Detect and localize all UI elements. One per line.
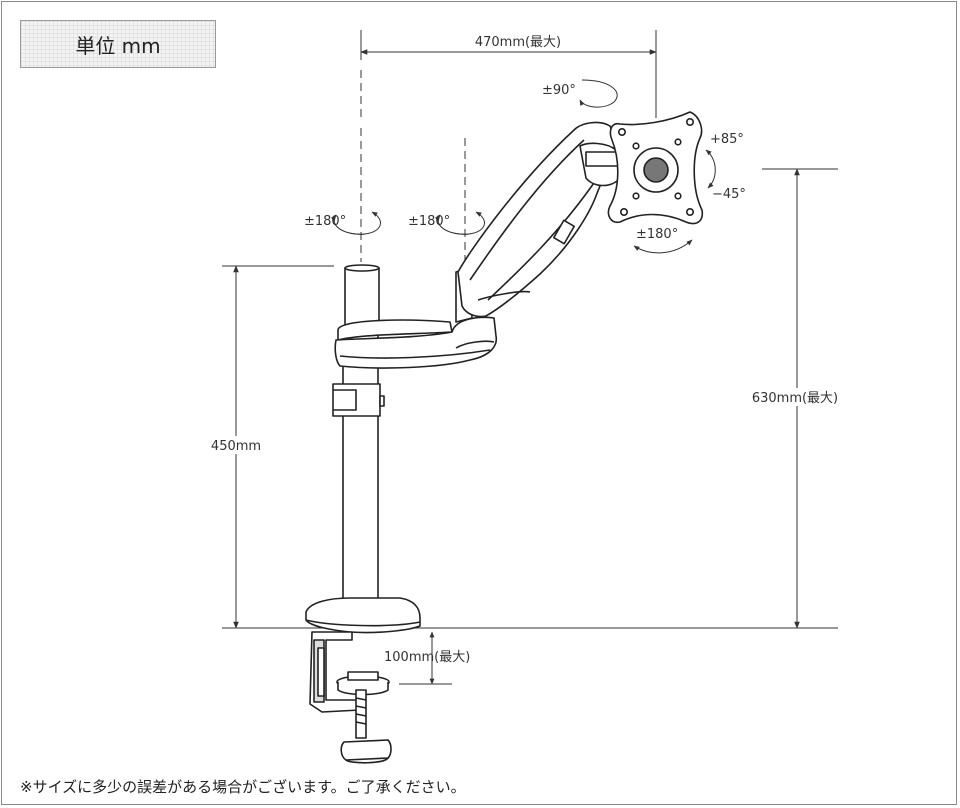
unit-label-box: 単位 mm xyxy=(20,20,216,68)
lower-arm xyxy=(334,316,498,369)
tilt-up-label: +85° xyxy=(710,132,744,147)
rotation-vesa-swivel: ±90° xyxy=(542,79,618,108)
vesa-swivel-label: ±90° xyxy=(542,83,576,98)
pole xyxy=(342,329,379,603)
dimension-pole-height: 450mm xyxy=(204,265,334,629)
dimension-clamp-thickness: 100mm(最大) xyxy=(384,631,470,685)
tilt-down-label: −45° xyxy=(712,187,746,202)
rotation-elbow-joint: ±180° xyxy=(408,211,485,235)
pole-joint-label: ±180° xyxy=(304,214,346,229)
pole-height-label: 450mm xyxy=(211,439,261,454)
gas-spring-arm xyxy=(457,121,617,318)
rotation-vesa-rotate: ±180° xyxy=(633,227,693,254)
monitor-arm xyxy=(305,111,704,764)
arm-reach-label: 470mm(最大) xyxy=(475,35,561,50)
footnote: ※サイズに多少の誤差がある場合がございます。ご了承ください。 xyxy=(20,778,466,796)
unit-label: 単位 mm xyxy=(75,33,161,58)
rotation-pole-joint: ±180° xyxy=(304,211,381,235)
pole-top xyxy=(344,267,380,331)
dimension-arm-reach: 470mm(最大) xyxy=(360,30,657,120)
cable-clip xyxy=(332,383,385,417)
clamp-thickness-label: 100mm(最大) xyxy=(384,650,470,665)
pole-collar xyxy=(337,319,453,341)
clamp-handle xyxy=(340,739,392,761)
elbow-joint-label: ±180° xyxy=(408,214,450,229)
vesa-rotate-label: ±180° xyxy=(636,227,678,242)
desk-base xyxy=(305,597,421,634)
max-height-label: 630mm(最大) xyxy=(752,391,838,406)
rotation-tilt: +85° −45° xyxy=(705,132,746,202)
vesa-hub-inner xyxy=(643,157,669,183)
dimension-max-height: 630mm(最大) xyxy=(745,168,845,629)
